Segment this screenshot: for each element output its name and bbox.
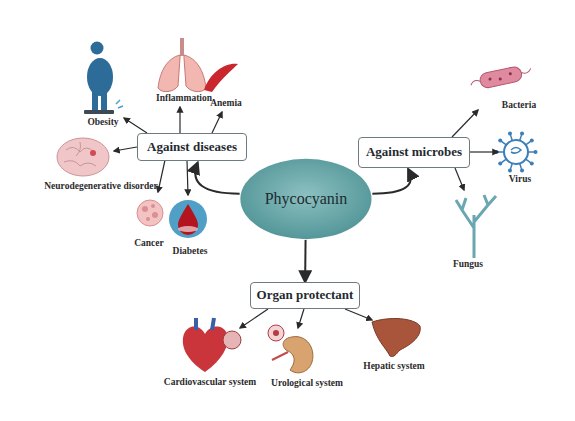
connector-arrow [372, 170, 410, 194]
kidney-icon [268, 325, 313, 373]
icon-label: Urological system [271, 378, 343, 388]
central-ellipse: Phycocyanin [239, 158, 373, 240]
lungs-icon [158, 38, 206, 92]
icon-label: Obesity [87, 117, 118, 127]
icon-label: Bacteria [502, 100, 536, 110]
fungus-icon [456, 195, 496, 258]
icon-label: Cardiovascular system [164, 377, 256, 387]
obesity-icon [84, 42, 123, 115]
icon-label: Cancer [134, 238, 164, 248]
icon-label: Anemia [210, 98, 242, 108]
category-box: Against diseases [137, 133, 247, 161]
icon-arrows [114, 107, 498, 328]
icon-label: Hepatic system [363, 361, 424, 371]
category-box: Against microbes [358, 137, 470, 168]
liver-icon [372, 319, 420, 357]
category-box: Organ protectant [250, 282, 361, 309]
blood-drop-icon [169, 200, 207, 238]
brain-icon [57, 138, 109, 176]
icon-label: Fungus [453, 259, 483, 269]
connector-arrow [304, 240, 306, 282]
icon-label: Inflammation [156, 93, 212, 103]
node-text: Organ protectant [257, 287, 354, 303]
virus-icon [495, 131, 538, 172]
icon-label: Virus [509, 174, 531, 184]
node-text: Against diseases [147, 139, 237, 155]
node-text: Against microbes [366, 144, 462, 160]
node-text: Phycocyanin [265, 190, 348, 208]
icon-label: Diabetes [173, 246, 208, 256]
cancer-cell-icon [137, 200, 163, 226]
connector-arrow [195, 163, 239, 194]
heart-icon [183, 318, 241, 372]
icon-label: Neurodegenerative disorder [44, 181, 158, 191]
red-blood-cell-icon [204, 64, 238, 92]
bacteria-icon [469, 64, 533, 92]
